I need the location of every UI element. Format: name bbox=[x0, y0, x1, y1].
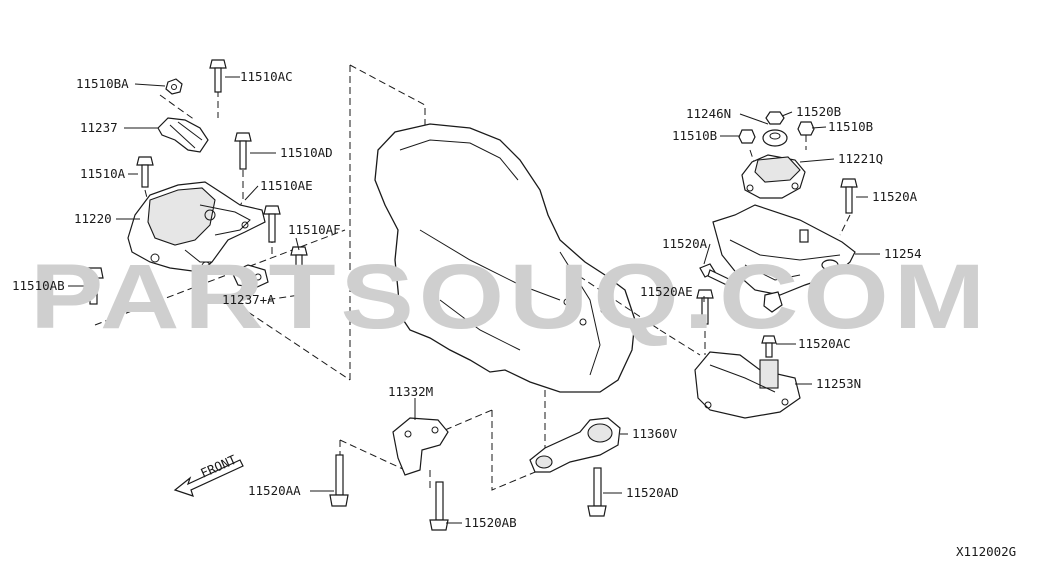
label-11237: 11237 bbox=[80, 120, 118, 135]
leader-lines bbox=[68, 76, 880, 524]
label-11510b-left: 11510B bbox=[672, 128, 717, 143]
bolt-11510ac bbox=[209, 59, 227, 93]
bracket-11332m bbox=[392, 417, 449, 476]
watermark-text: PARTSOUQ.COM bbox=[30, 246, 990, 348]
bolt-11510ab bbox=[84, 267, 104, 305]
diagram-code: X112002G bbox=[956, 544, 1016, 559]
label-11510ba: 11510BA bbox=[76, 76, 129, 91]
label-11253n: 11253N bbox=[816, 376, 861, 391]
label-11520ac: 11520AC bbox=[798, 336, 851, 351]
bolt-11510af bbox=[290, 246, 308, 286]
engine-block-outline bbox=[374, 123, 636, 393]
bolt-11520a-mid bbox=[699, 263, 736, 289]
bracket-11237 bbox=[157, 117, 209, 153]
nut-11510b-left bbox=[738, 129, 756, 144]
bolt-11520ac bbox=[761, 335, 777, 358]
bracket-11254 bbox=[712, 204, 856, 313]
label-11510af: 11510AF bbox=[288, 222, 341, 237]
label-11520ab: 11520AB bbox=[464, 515, 517, 530]
label-11510b-right: 11510B bbox=[828, 119, 873, 134]
label-11520aa: 11520AA bbox=[248, 483, 301, 498]
label-11520a-mid: 11520A bbox=[662, 236, 708, 251]
bolt-11510ae bbox=[263, 205, 281, 243]
nut-11520b bbox=[765, 111, 785, 125]
label-11510ac: 11510AC bbox=[240, 69, 293, 84]
label-11360v: 11360V bbox=[632, 426, 678, 441]
label-11510ad: 11510AD bbox=[280, 145, 333, 160]
bolt-11520a-right bbox=[840, 178, 858, 214]
label-11254: 11254 bbox=[884, 246, 922, 261]
bracket-11237-a bbox=[231, 264, 269, 289]
label-11520ad: 11520AD bbox=[626, 485, 679, 500]
label-11510ab: 11510AB bbox=[12, 278, 65, 293]
label-11221q: 11221Q bbox=[838, 151, 883, 166]
bolt-11520ae bbox=[696, 289, 714, 325]
part-labels: 11510BA 11510AC 11237 11510AD 11510A 115… bbox=[12, 69, 1016, 559]
bolt-11510ad bbox=[234, 132, 252, 170]
assembly-dashed-lines bbox=[94, 64, 851, 491]
label-11510ae: 11510AE bbox=[260, 178, 313, 193]
bolt-11510a bbox=[136, 156, 154, 188]
cap-11246n bbox=[762, 129, 788, 147]
bolt-11520aa bbox=[329, 454, 349, 507]
insulator-11221q bbox=[741, 154, 806, 199]
label-11220: 11220 bbox=[74, 211, 112, 226]
label-11246n: 11246N bbox=[686, 106, 731, 121]
label-11332m: 11332M bbox=[388, 384, 433, 399]
label-11520b: 11520B bbox=[796, 104, 841, 119]
nut-11510b-right bbox=[797, 121, 815, 136]
front-direction-arrow bbox=[173, 459, 244, 497]
bolt-11520ad bbox=[587, 467, 607, 517]
label-11237-a: 11237+A bbox=[222, 292, 275, 307]
bolt-11510ba bbox=[165, 78, 183, 95]
bolt-11520ab bbox=[429, 481, 449, 531]
label-11520a-right: 11520A bbox=[872, 189, 918, 204]
bracket-11253n bbox=[694, 351, 801, 419]
left-engine-mount-11220 bbox=[127, 181, 266, 273]
torque-rod-11360v bbox=[529, 417, 621, 473]
label-11510a: 11510A bbox=[80, 166, 126, 181]
label-11520ae: 11520AE bbox=[640, 284, 693, 299]
